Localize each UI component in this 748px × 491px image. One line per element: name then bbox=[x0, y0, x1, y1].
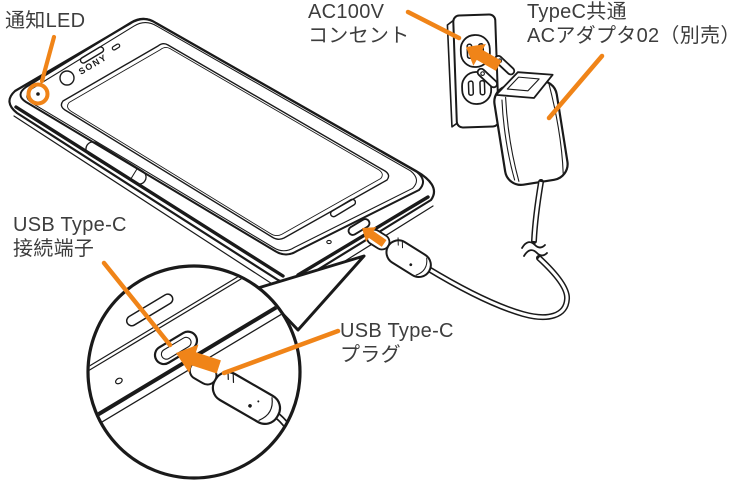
label-usb-port-line2: 接続端子 bbox=[13, 238, 95, 260]
ac-adapter bbox=[476, 54, 569, 186]
usb-cable bbox=[424, 179, 570, 320]
label-ac-outlet-line2: コンセント bbox=[308, 25, 410, 47]
usb-c-port bbox=[347, 218, 371, 236]
plug-blade bbox=[476, 67, 498, 89]
outlet-plate bbox=[452, 13, 500, 129]
led-highlight-ring bbox=[26, 82, 50, 106]
port-callout-line bbox=[101, 260, 173, 348]
wall-outlet bbox=[446, 13, 500, 129]
phone-front-face bbox=[19, 17, 424, 256]
notification-led bbox=[36, 92, 40, 96]
label-notification-led-text: 通知LED bbox=[5, 10, 86, 32]
earpiece-speaker bbox=[79, 46, 105, 64]
label-usb-port: USB Type-C 接続端子 bbox=[13, 213, 127, 261]
label-usb-port-line1: USB Type-C bbox=[13, 214, 127, 236]
magnified-mic-hole bbox=[115, 377, 123, 385]
mic-hole bbox=[326, 239, 332, 245]
outlet-callout-line bbox=[405, 9, 462, 41]
bottom-speaker bbox=[329, 198, 357, 218]
sim-slot bbox=[85, 141, 147, 185]
label-ac-adapter-line2: ACアダプタ02（別売） bbox=[527, 25, 741, 47]
led-callout-line bbox=[39, 34, 57, 84]
callout-lines bbox=[26, 9, 605, 376]
label-ac-outlet-line1: AC100V bbox=[308, 1, 385, 23]
plug-callout-line bbox=[221, 328, 341, 376]
label-ac-adapter-line1: TypeC共通 bbox=[527, 1, 627, 23]
front-camera bbox=[59, 70, 75, 86]
label-ac-adapter: TypeC共通 ACアダプタ02（別売） bbox=[527, 0, 741, 48]
label-usb-plug-line1: USB Type-C bbox=[340, 320, 454, 342]
cable-break-mark bbox=[521, 241, 546, 249]
adapter-callout-line bbox=[546, 53, 605, 121]
label-usb-plug-line2: プラグ bbox=[340, 344, 401, 366]
magnified-speaker bbox=[125, 293, 174, 327]
plug-body bbox=[385, 239, 432, 279]
label-ac-outlet: AC100V コンセント bbox=[308, 0, 410, 48]
label-notification-led: 通知LED bbox=[5, 9, 85, 33]
sensor-hole bbox=[111, 43, 121, 51]
label-usb-plug: USB Type-C プラグ bbox=[340, 319, 454, 367]
phone-screen bbox=[60, 43, 390, 240]
